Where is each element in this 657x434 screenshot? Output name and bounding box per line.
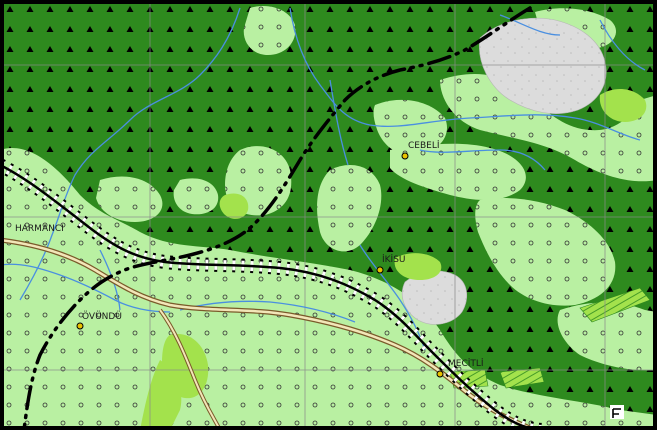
- admin-boundary: [22, 6, 532, 432]
- label-mecitli: MECİTLİ: [448, 358, 484, 369]
- rocky-areas: [401, 17, 607, 325]
- corner-marker: [610, 405, 624, 419]
- label-ikisu: İKİSU: [382, 254, 406, 265]
- main-road: [0, 237, 536, 433]
- place-labels: CEBELİ HARMANCI ÖVÜNDÜ İKİSU MECİTLİ: [15, 140, 484, 369]
- settlement-markers: [76, 152, 444, 378]
- label-harmanci: HARMANCI: [15, 224, 64, 234]
- railway: [0, 158, 546, 434]
- rivers: [0, 7, 646, 351]
- label-cebeli: CEBELİ: [408, 140, 440, 151]
- label-ovundu: ÖVÜNDÜ: [82, 311, 122, 322]
